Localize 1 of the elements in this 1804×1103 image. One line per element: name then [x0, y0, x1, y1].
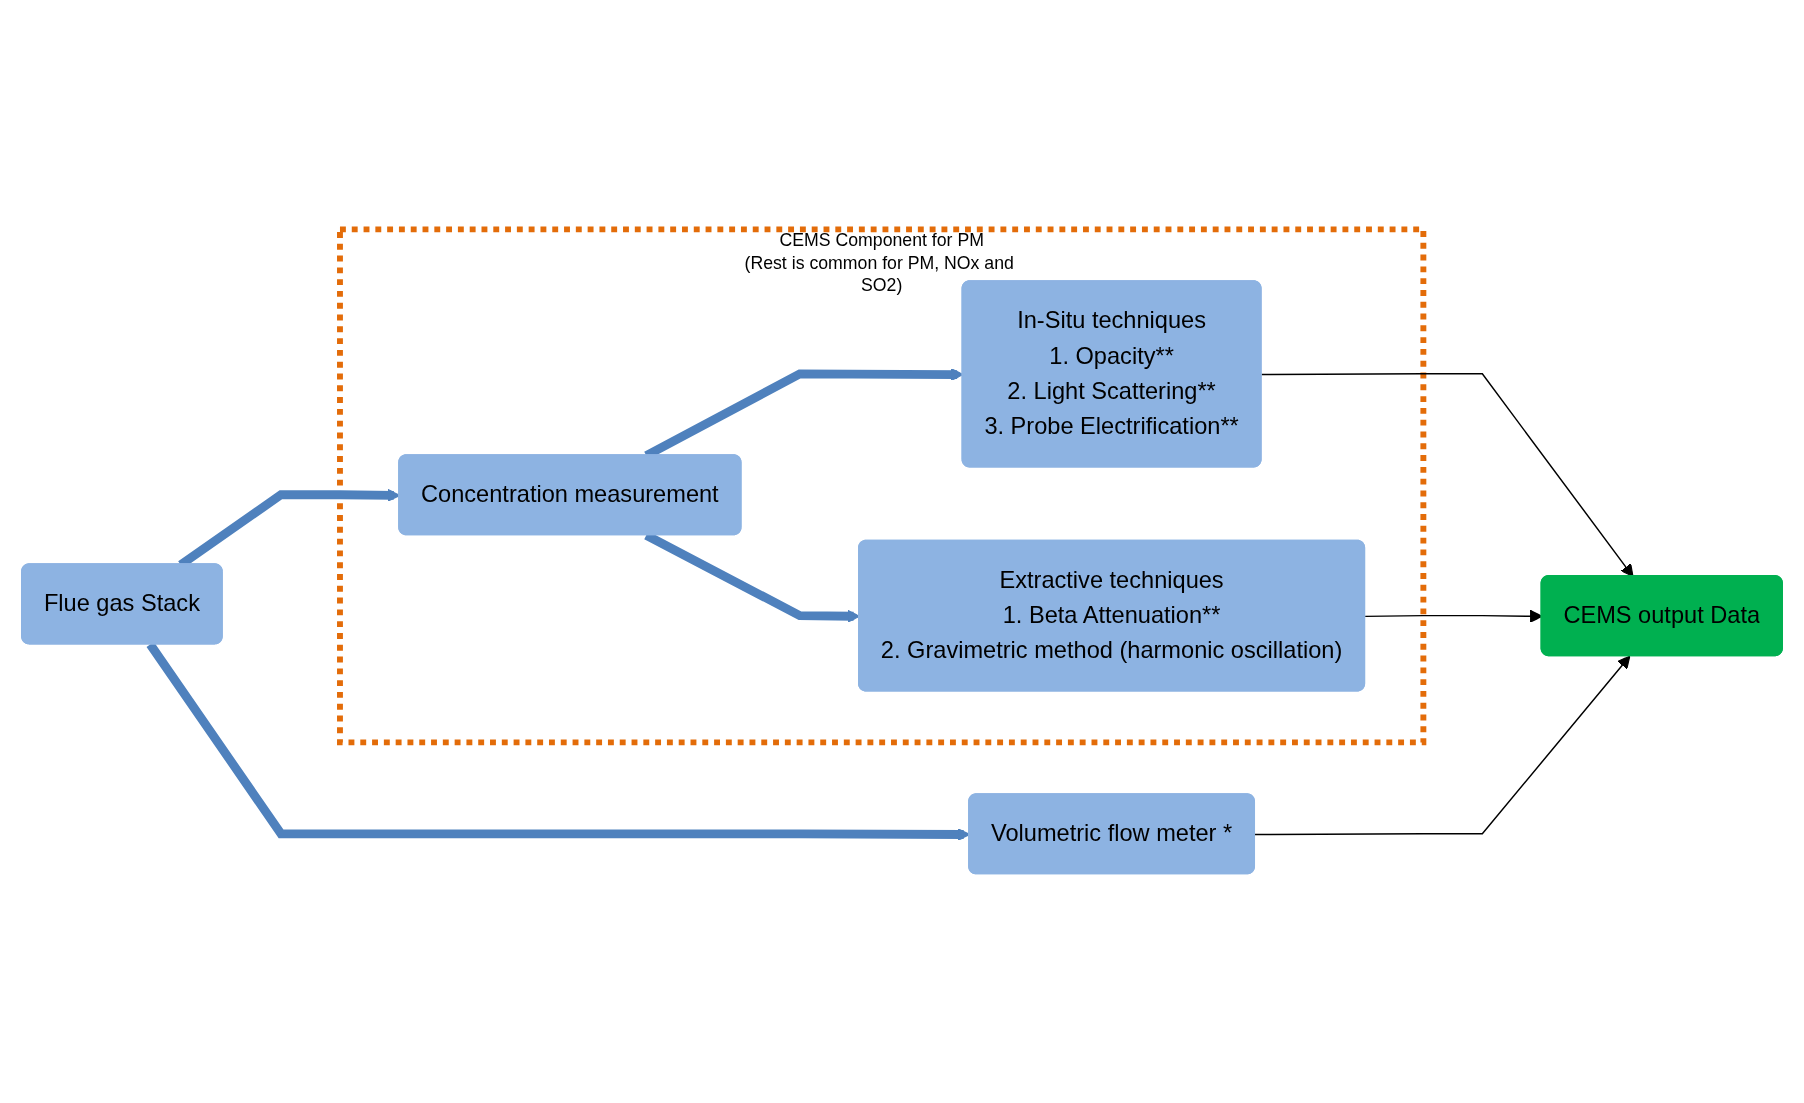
arrow [1254, 655, 1631, 836]
